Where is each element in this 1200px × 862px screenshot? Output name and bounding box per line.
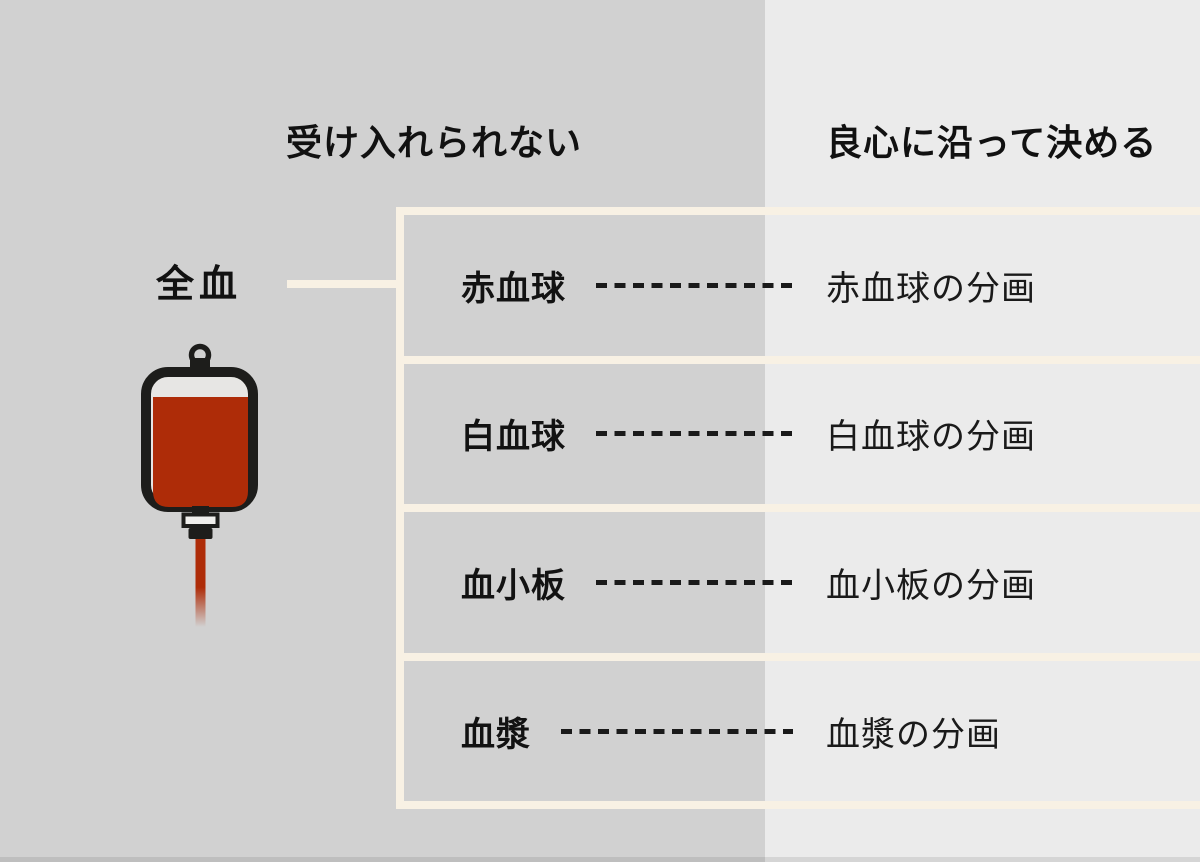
component-label: 赤血球 <box>461 269 566 308</box>
row-separator-line <box>396 504 1200 512</box>
bag-blood-fill <box>153 397 248 507</box>
row-separator-line <box>396 356 1200 364</box>
whole-blood-label: 全血 <box>156 264 243 306</box>
bottom-edge-shadow <box>0 857 1200 862</box>
dashed-line <box>561 728 793 734</box>
table-top-line <box>396 207 1200 215</box>
whole-blood-connector-line <box>287 280 396 288</box>
bag-bottom-neck <box>192 506 209 516</box>
bag-tube <box>195 539 206 627</box>
dashed-line <box>596 579 793 585</box>
component-label: 白血球 <box>461 417 566 456</box>
dashed-line <box>596 430 793 436</box>
component-label: 血小板 <box>461 566 566 605</box>
table-row: 血漿 血漿の分画 <box>461 709 1000 754</box>
table-row: 赤血球 赤血球の分画 <box>461 263 1035 308</box>
fraction-label: 赤血球の分画 <box>826 269 1036 308</box>
column-header-conscience: 良心に沿って決める <box>826 122 1158 163</box>
table-row: 血小板 血小板の分画 <box>461 560 1035 605</box>
conscience-column-background <box>765 0 1200 862</box>
bag-port-lower <box>188 528 213 539</box>
fraction-label: 白血球の分画 <box>826 417 1036 456</box>
table-left-border <box>396 207 404 809</box>
blood-bag-icon <box>141 343 258 627</box>
component-label: 血漿 <box>461 715 531 754</box>
fraction-label: 血漿の分画 <box>826 715 1001 754</box>
table-bottom-line <box>396 801 1200 809</box>
dashed-line <box>596 282 793 288</box>
table-row: 白血球 白血球の分画 <box>461 411 1035 456</box>
column-header-unacceptable: 受け入れられない <box>286 122 583 163</box>
bag-port-flange <box>181 512 220 528</box>
row-separator-line <box>396 653 1200 661</box>
fraction-label: 血小板の分画 <box>826 566 1036 605</box>
